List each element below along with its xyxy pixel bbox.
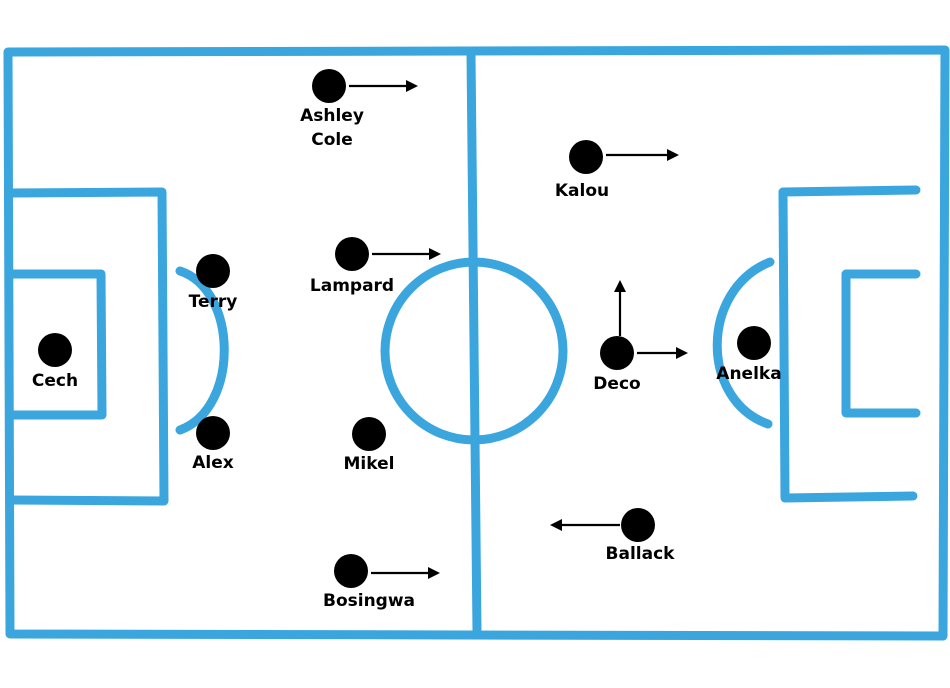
player-marker — [334, 554, 368, 588]
player-marker — [312, 69, 346, 103]
movement-arrows — [349, 80, 688, 579]
arrow-kalou-right — [606, 149, 679, 161]
player-kalou: Kalou — [555, 140, 609, 201]
pitch-markings — [3, 45, 950, 641]
arrow-lampard-right — [372, 248, 441, 260]
left-penalty-arc — [175, 266, 229, 435]
player-bosingwa: Bosingwa — [323, 554, 415, 611]
left-goal-box — [7, 269, 107, 420]
player-marker — [621, 508, 655, 542]
arrowhead-icon — [406, 80, 418, 92]
player-label: Alex — [192, 453, 234, 473]
player-lampard: Lampard — [310, 237, 394, 296]
arrow-ballack-left — [550, 519, 620, 531]
player-label: Mikel — [344, 454, 395, 474]
arrowhead-icon — [428, 567, 440, 579]
right-penalty-box — [778, 185, 921, 503]
player-ballack: Ballack — [606, 508, 676, 564]
arrow-deco-up — [614, 280, 626, 336]
player-label: Cech — [32, 371, 78, 391]
player-label: Anelka — [716, 364, 781, 384]
arrowhead-icon — [676, 347, 688, 359]
player-terry: Terry — [189, 254, 238, 312]
player-label: Ballack — [606, 544, 676, 564]
player-mikel: Mikel — [344, 417, 395, 474]
player-label: Bosingwa — [323, 591, 415, 611]
arrowhead-icon — [550, 519, 562, 531]
center-circle — [380, 257, 568, 445]
right-goal-box — [841, 269, 921, 418]
arrowhead-icon — [667, 149, 679, 161]
player-label: Lampard — [310, 276, 394, 296]
pitch-outline — [3, 45, 950, 641]
player-alex: Alex — [192, 416, 234, 473]
player-deco: Deco — [593, 336, 641, 394]
player-label: Deco — [593, 374, 640, 394]
arrow-bosingwa-right — [371, 567, 440, 579]
player-cech: Cech — [32, 333, 78, 391]
player-label: Cole — [311, 130, 353, 150]
player-anelka: Anelka — [716, 326, 782, 384]
player-marker — [196, 416, 230, 450]
player-label: Kalou — [555, 181, 609, 201]
left-penalty-box — [5, 187, 169, 506]
player-label: Ashley — [300, 106, 364, 126]
halfway-line — [466, 49, 482, 637]
player-marker — [196, 254, 230, 288]
arrow-ashley-cole-right — [349, 80, 418, 92]
player-marker — [737, 326, 771, 360]
player-marker — [38, 333, 72, 367]
arrow-deco-right — [637, 347, 688, 359]
right-penalty-arc — [712, 257, 775, 429]
player-marker — [600, 336, 634, 370]
arrowhead-icon — [614, 280, 626, 292]
player-label: Terry — [189, 292, 238, 312]
player-marker — [335, 237, 369, 271]
player-marker — [352, 417, 386, 451]
player-marker — [569, 140, 603, 174]
arrowhead-icon — [429, 248, 441, 260]
